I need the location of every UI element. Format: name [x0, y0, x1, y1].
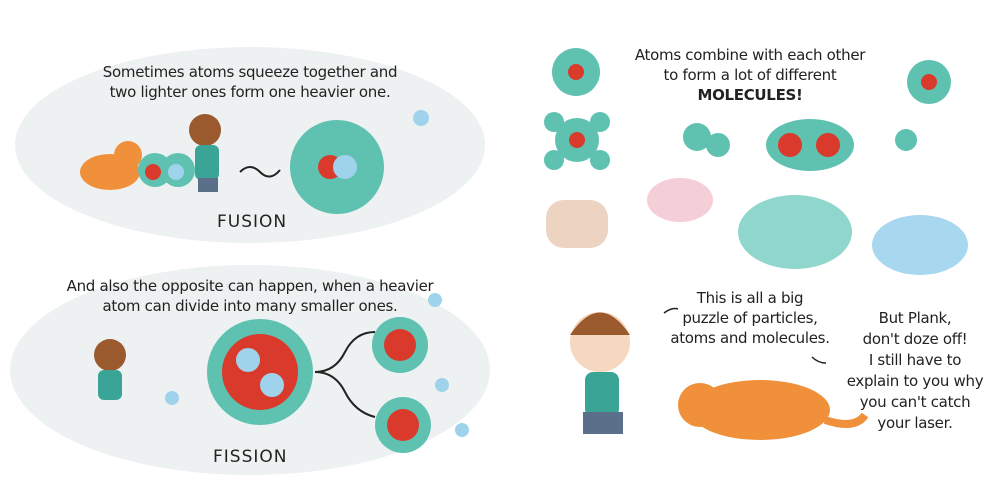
fission-label: FISSION — [213, 447, 288, 467]
speech-line: atoms and molecules. — [670, 329, 830, 347]
plank-speech: But Plank, don't doze off! I still have … — [840, 308, 990, 434]
girl-illustration — [570, 312, 630, 434]
speech-pointers — [663, 307, 827, 364]
caption-line: two lighter ones form one heavier one. — [109, 83, 391, 101]
caption-line: Atoms combine with each other — [634, 46, 866, 64]
speech-line: puzzle of particles, — [682, 309, 818, 327]
girl-running-illustration — [94, 339, 126, 400]
fusion-label: FUSION — [217, 212, 288, 232]
caption-line: atom can divide into many smaller ones. — [102, 297, 398, 315]
molecule-character-teal — [738, 195, 852, 269]
cat-pushing-illustration — [80, 141, 142, 190]
caption-emphasis: MOLECULES! — [697, 86, 803, 104]
molecule-character-blue — [872, 215, 968, 275]
caption-line: to form a lot of different — [663, 66, 837, 84]
split-arrows — [314, 331, 376, 418]
molecule-character-beige — [546, 200, 608, 248]
girl-pushing-illustration — [189, 114, 221, 192]
arrow-icon — [239, 166, 281, 178]
speech-line: This is all a big — [696, 289, 804, 307]
molecules-caption: Atoms combine with each other to form a … — [630, 45, 870, 105]
caption-line: Sometimes atoms squeeze together and — [102, 63, 398, 81]
speech-line: explain to you why — [846, 372, 984, 390]
fission-caption: And also the opposite can happen, when a… — [60, 276, 440, 316]
caption-line: And also the opposite can happen, when a… — [66, 277, 434, 295]
sleeping-cat-plank-illustration — [678, 380, 869, 440]
speech-line: But Plank, — [878, 309, 952, 327]
speech-line: don't doze off! — [862, 330, 968, 348]
speech-line: I still have to — [868, 351, 962, 369]
neutron — [413, 110, 429, 126]
speech-line: your laser. — [877, 414, 953, 432]
fusion-caption: Sometimes atoms squeeze together and two… — [80, 62, 420, 102]
girl-speech: This is all a big puzzle of particles, a… — [670, 288, 830, 348]
speech-line: you can't catch — [859, 393, 971, 411]
molecule-character-pink — [647, 178, 713, 222]
